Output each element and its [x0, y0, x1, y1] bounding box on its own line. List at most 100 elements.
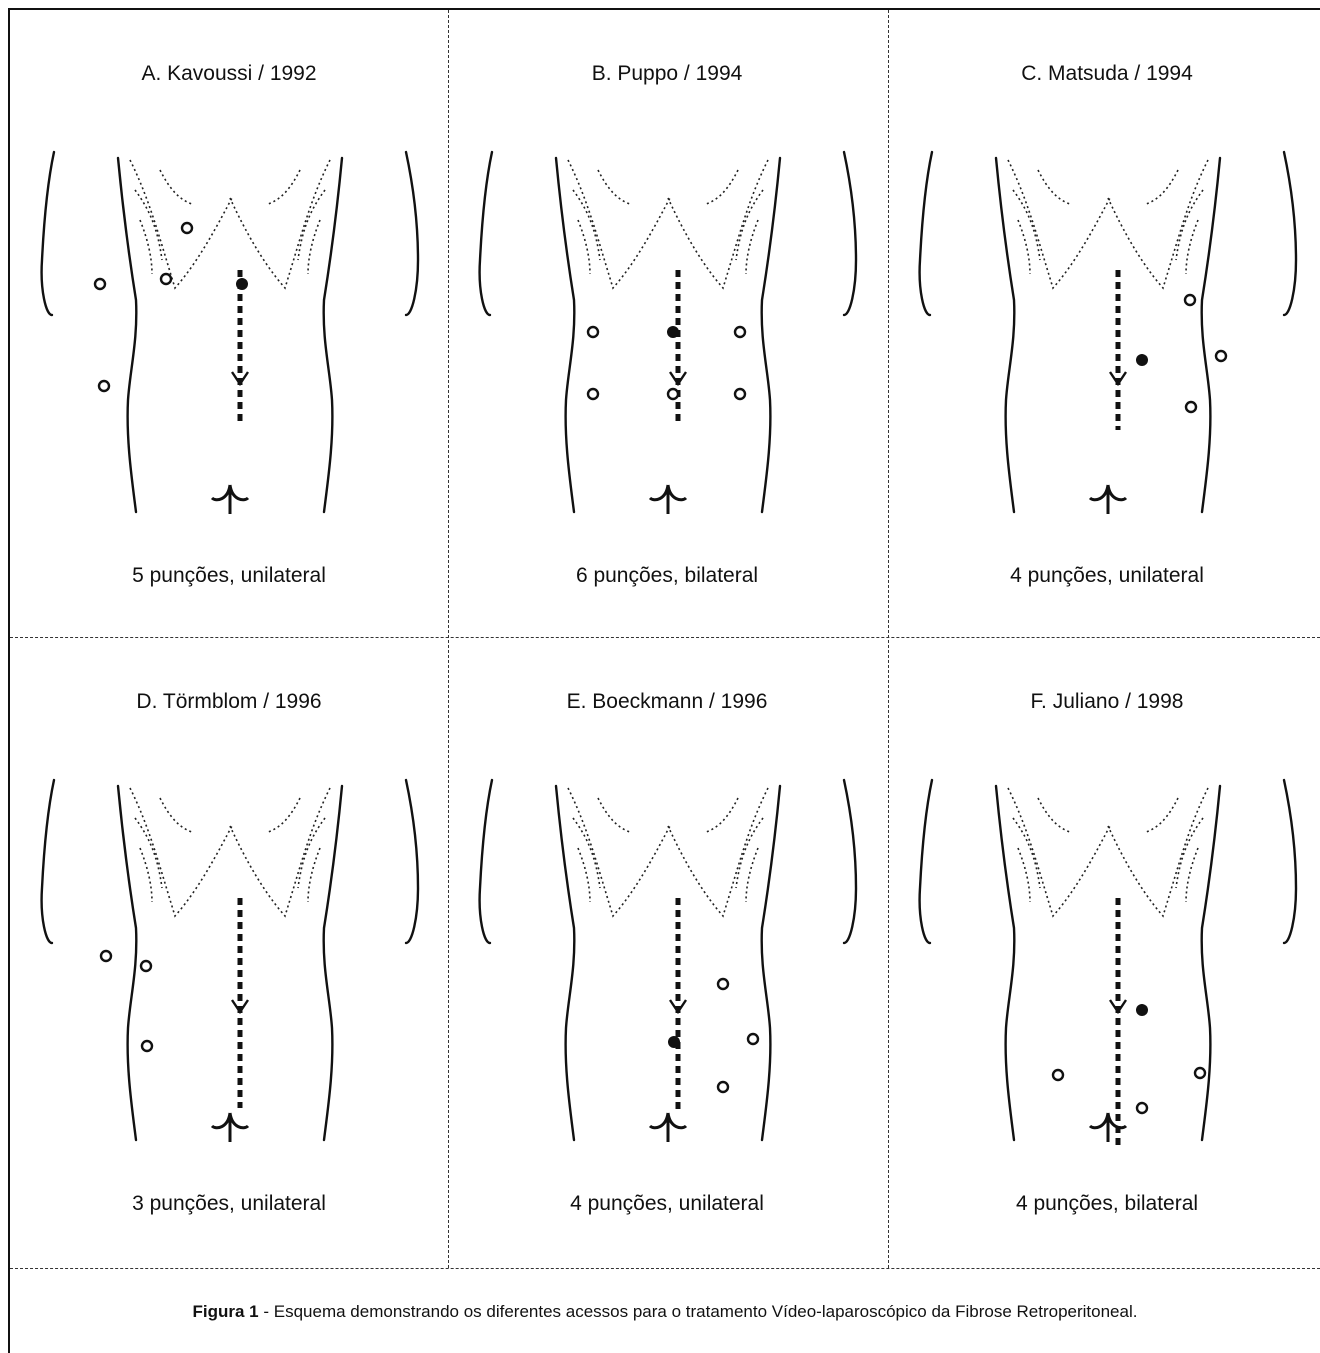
panel-caption: 4 punções, unilateral: [888, 564, 1320, 588]
right-torso-outline: [1202, 158, 1220, 512]
panel-title: C. Matsuda / 1994: [888, 62, 1320, 86]
open-port: [95, 279, 105, 289]
open-port: [101, 951, 111, 961]
panel-caption: 4 punções, bilateral: [888, 1192, 1320, 1216]
pubic-mark: [1090, 485, 1126, 514]
open-port: [1185, 295, 1195, 305]
right-ribcage: [1108, 788, 1208, 916]
torso-diagram: [478, 140, 858, 520]
panel-title: E. Boeckmann / 1996: [448, 690, 886, 714]
open-port: [718, 1082, 728, 1092]
right-arm-outline: [844, 780, 856, 943]
pubic-mark: [212, 1113, 248, 1142]
panel-a: A. Kavoussi / 1992 5 punções, unilateral: [10, 10, 448, 636]
left-rib-line: [598, 170, 630, 204]
open-port: [735, 389, 745, 399]
torso-diagram: [918, 768, 1298, 1148]
open-port: [588, 327, 598, 337]
right-ribcage: [230, 788, 330, 916]
left-arm-outline: [920, 780, 932, 943]
right-rib-line: [308, 848, 320, 902]
torso-diagram: [478, 768, 858, 1148]
left-torso-outline: [118, 786, 136, 1140]
left-rib-line: [160, 170, 192, 204]
right-rib-line: [746, 220, 758, 274]
left-ribcage: [1008, 788, 1110, 916]
left-arm-outline: [42, 152, 54, 315]
right-arm-outline: [1284, 152, 1296, 315]
panel-title: F. Juliano / 1998: [888, 690, 1320, 714]
left-ribcage: [568, 788, 670, 916]
open-port: [668, 389, 678, 399]
right-torso-outline: [1202, 786, 1220, 1140]
pubic-mark: [1090, 1113, 1126, 1142]
left-torso-outline: [996, 786, 1014, 1140]
pubic-mark: [212, 485, 248, 514]
figure-caption: Figura 1 - Esquema demonstrando os difer…: [10, 1302, 1320, 1322]
panel-d: D. Törmblom / 1996 3 punções, unilateral: [10, 638, 448, 1264]
left-arm-outline: [480, 152, 492, 315]
right-ribcage: [230, 160, 330, 288]
filled-port: [667, 326, 679, 338]
panel-caption: 3 punções, unilateral: [10, 1192, 448, 1216]
left-rib-line: [1018, 220, 1030, 274]
right-rib-line: [1146, 798, 1178, 832]
pubic-mark: [650, 485, 686, 514]
open-port: [161, 274, 171, 284]
right-rib-line: [1186, 220, 1198, 274]
left-rib-line: [598, 798, 630, 832]
open-port: [99, 381, 109, 391]
right-rib-line: [746, 848, 758, 902]
left-arm-outline: [42, 780, 54, 943]
open-port: [588, 389, 598, 399]
left-rib-line: [160, 798, 192, 832]
left-arm-outline: [920, 152, 932, 315]
left-torso-outline: [556, 786, 574, 1140]
right-rib-line: [706, 798, 738, 832]
torso-diagram: [40, 140, 420, 520]
left-rib-line: [1018, 848, 1030, 902]
left-torso-outline: [996, 158, 1014, 512]
right-rib-line: [1186, 848, 1198, 902]
right-rib-line: [1146, 170, 1178, 204]
right-torso-outline: [324, 158, 342, 512]
panel-caption: 5 punções, unilateral: [10, 564, 448, 588]
torso-diagram: [40, 768, 420, 1148]
panel-b: B. Puppo / 1994 6 punções, bilateral: [448, 10, 886, 636]
open-port: [182, 223, 192, 233]
panel-f: F. Juliano / 1998 4 punções, bilateral: [888, 638, 1320, 1264]
left-ribcage: [1008, 160, 1110, 288]
panel-title: B. Puppo / 1994: [448, 62, 886, 86]
open-port: [1053, 1070, 1063, 1080]
left-rib-line: [1038, 170, 1070, 204]
panel-title: D. Törmblom / 1996: [10, 690, 448, 714]
right-ribcage: [668, 160, 768, 288]
panel-caption: 4 punções, unilateral: [448, 1192, 886, 1216]
right-torso-outline: [762, 158, 780, 512]
filled-port: [1136, 354, 1148, 366]
open-port: [1137, 1103, 1147, 1113]
left-torso-outline: [556, 158, 574, 512]
left-rib-line: [578, 848, 590, 902]
open-port: [1195, 1068, 1205, 1078]
filled-port: [1136, 1004, 1148, 1016]
panel-e: E. Boeckmann / 1996 4 punções, unilatera…: [448, 638, 886, 1264]
figure-caption-text: - Esquema demonstrando os diferentes ace…: [259, 1302, 1138, 1321]
right-torso-outline: [762, 786, 780, 1140]
right-ribcage: [668, 788, 768, 916]
left-ribcage: [130, 788, 232, 916]
open-port: [748, 1034, 758, 1044]
open-port: [142, 1041, 152, 1051]
panel-c: C. Matsuda / 1994 4 punções, unilateral: [888, 10, 1320, 636]
open-port: [735, 327, 745, 337]
right-torso-outline: [324, 786, 342, 1140]
right-arm-outline: [1284, 780, 1296, 943]
left-rib-line: [1038, 798, 1070, 832]
right-arm-outline: [406, 152, 418, 315]
filled-port: [668, 1036, 680, 1048]
right-rib-line: [268, 170, 300, 204]
left-arm-outline: [480, 780, 492, 943]
left-ribcage: [130, 160, 232, 288]
right-ribcage: [1108, 160, 1208, 288]
right-rib-line: [268, 798, 300, 832]
